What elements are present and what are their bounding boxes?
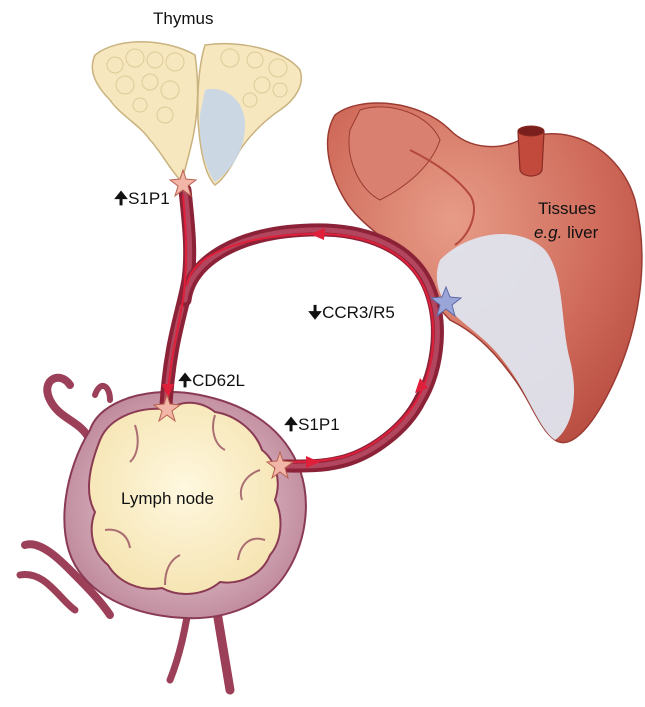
up-arrow-icon: 🠉	[284, 415, 298, 434]
cd62l-label: 🠉CD62L	[178, 371, 245, 391]
tissues-label: Tissues	[538, 199, 596, 219]
thymus-label: Thymus	[153, 9, 213, 29]
s1p1-node-label: 🠉S1P1	[284, 415, 340, 435]
liver-text: liver	[567, 223, 598, 242]
up-arrow-icon: 🠉	[114, 189, 128, 208]
s1p1-thymus-label: 🠉S1P1	[114, 189, 170, 209]
up-arrow-icon: 🠉	[178, 371, 192, 390]
cd62l-text: CD62L	[192, 371, 245, 390]
ccr-label: 🠋CCR3/R5	[308, 303, 395, 323]
eg-text: e.g.	[534, 223, 562, 242]
liver-illustration	[328, 103, 642, 443]
lymph-node-label: Lymph node	[121, 489, 214, 509]
down-arrow-icon: 🠋	[308, 303, 322, 322]
ccr-text: CCR3/R5	[322, 303, 395, 322]
thymus-illustration	[92, 42, 301, 185]
s1p1-thymus-text: S1P1	[128, 189, 170, 208]
lymph-node-illustration	[20, 378, 306, 690]
s1p1-node-text: S1P1	[298, 415, 340, 434]
liver-example-label: e.g. liver	[534, 223, 598, 243]
